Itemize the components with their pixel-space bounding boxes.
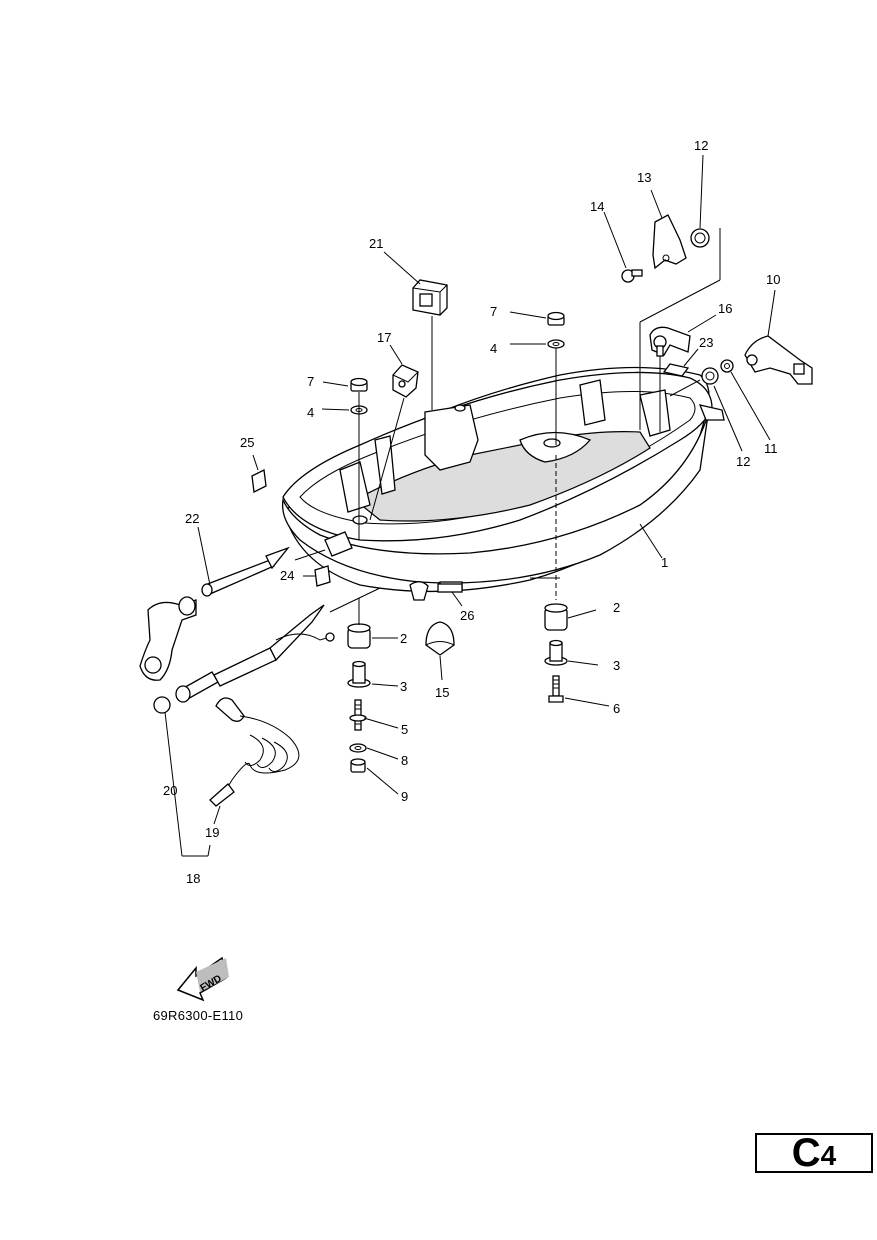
label-part-25 <box>251 469 267 493</box>
nut-part-7-left <box>350 377 368 392</box>
callout-3-left: 3 <box>400 679 407 694</box>
washer-part-11 <box>720 359 734 373</box>
callout-5: 5 <box>401 722 408 737</box>
diagram-code: 69R6300-E110 <box>153 1008 244 1023</box>
callout-21: 21 <box>369 236 383 251</box>
stop-switch-part-18 <box>175 604 335 703</box>
grommet-part-2-left <box>347 623 371 649</box>
callout-12-right: 12 <box>736 454 750 469</box>
grommet-part-21 <box>412 279 448 316</box>
callout-7-left: 7 <box>307 374 314 389</box>
page-badge-letter: C <box>791 1131 821 1175</box>
page-badge: C 4 <box>755 1133 873 1173</box>
plate-part-23 <box>662 363 690 377</box>
bracket-part-13 <box>652 214 687 270</box>
grommet-part-2-right <box>544 603 568 631</box>
cap-part-15 <box>425 621 455 656</box>
callout-15: 15 <box>435 685 449 700</box>
callout-6: 6 <box>613 701 620 716</box>
callout-4-left: 4 <box>307 405 314 420</box>
callout-12-top: 12 <box>694 138 708 153</box>
bolt-part-6 <box>548 675 564 703</box>
callout-17: 17 <box>377 330 391 345</box>
callout-3-right: 3 <box>613 658 620 673</box>
callout-9: 9 <box>401 789 408 804</box>
plug-part-20 <box>153 696 171 714</box>
washer-part-8 <box>349 743 367 753</box>
callout-20: 20 <box>163 783 177 798</box>
fwd-arrow-icon: FWD <box>176 956 229 1002</box>
callout-23: 23 <box>699 335 713 350</box>
leader-lines <box>164 154 776 857</box>
callout-1: 1 <box>661 555 668 570</box>
seal-part-26 <box>437 583 463 593</box>
callout-11: 11 <box>764 441 778 456</box>
label-part-24 <box>314 565 331 587</box>
callout-13: 13 <box>637 170 651 185</box>
nut-part-9 <box>350 758 366 773</box>
lever-part-10 <box>744 335 813 385</box>
callout-10: 10 <box>766 272 780 287</box>
collar-part-3-right <box>544 639 568 666</box>
callout-18: 18 <box>186 871 200 886</box>
nut-part-7-right <box>547 311 565 326</box>
callout-4-right: 4 <box>490 341 497 356</box>
callout-22: 22 <box>185 511 199 526</box>
callout-2-right: 2 <box>613 600 620 615</box>
callout-14: 14 <box>590 199 604 214</box>
grommet-part-12-right <box>701 367 719 385</box>
callout-19: 19 <box>205 825 219 840</box>
stud-bolt-part-5 <box>349 699 367 731</box>
stop-switch-bracket <box>139 596 197 681</box>
callout-2-left: 2 <box>400 631 407 646</box>
screw-part-14 <box>621 269 643 283</box>
collar-part-3-left <box>347 660 371 688</box>
callout-24: 24 <box>280 568 294 583</box>
lanyard-part-19 <box>209 697 300 807</box>
page-badge-digit: 4 <box>820 1140 837 1171</box>
grommet-part-12-top <box>690 228 710 248</box>
callout-7-right: 7 <box>490 304 497 319</box>
callout-26: 26 <box>460 608 474 623</box>
pin-part-22 <box>201 546 290 597</box>
washer-part-4-right <box>547 339 565 349</box>
callout-numbers: 1 2 2 3 3 4 4 5 6 7 7 8 9 10 11 12 12 13… <box>163 138 780 886</box>
callout-25: 25 <box>240 435 254 450</box>
lever-part-16 <box>649 326 691 357</box>
callout-8: 8 <box>401 753 408 768</box>
clip-part-17 <box>392 364 419 398</box>
bottom-cowling-part-1 <box>281 366 725 601</box>
callout-16: 16 <box>718 301 732 316</box>
